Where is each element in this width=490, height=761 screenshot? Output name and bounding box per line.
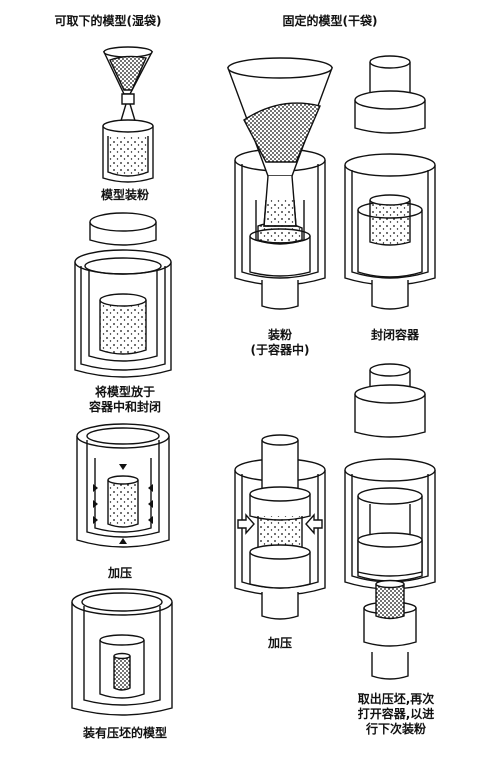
left-step3-label: 加压: [107, 566, 132, 580]
right-step1-line1: 装粉: [267, 328, 292, 342]
right-column-title: 固定的模型(干袋): [282, 14, 378, 28]
left-step2-line1: 将模型放于: [94, 385, 155, 399]
right-step2-label: 封闭容器: [370, 328, 419, 342]
right-step4-label: 取出压坯,再次 打开容器,以进 行下次装粉: [336, 692, 456, 737]
right-step4-line3: 行下次装粉: [365, 722, 426, 736]
left-fig2-mold-in-container: [75, 213, 171, 377]
right-fig1-filling-in-container: [228, 58, 332, 309]
right-step1-line2: (于容器中): [250, 343, 310, 357]
left-column-title: 可取下的模型(湿袋): [54, 14, 162, 28]
right-step4-line2: 打开容器,以进: [357, 707, 435, 721]
right-fig2-closed-container: [345, 56, 435, 309]
left-step1-label: 模型装粉: [100, 188, 149, 202]
right-step4-line1: 取出压坯,再次: [357, 692, 435, 706]
right-fig4-compact-removed: [345, 364, 435, 679]
left-step4-label: 装有压坯的模型: [82, 726, 167, 740]
left-fig3-pressing: [77, 424, 169, 547]
left-fig1-bag-filling: [103, 47, 153, 182]
right-step3-label: 加压: [267, 636, 292, 650]
right-step1-label: 装粉 (于容器中): [230, 328, 330, 358]
left-step2-line2: 容器中和封闭: [88, 400, 161, 414]
left-step2-label: 将模型放于 容器中和封闭: [50, 385, 200, 415]
right-fig3-pressing: [235, 435, 325, 619]
left-fig4-mold-with-compact: [72, 589, 172, 715]
